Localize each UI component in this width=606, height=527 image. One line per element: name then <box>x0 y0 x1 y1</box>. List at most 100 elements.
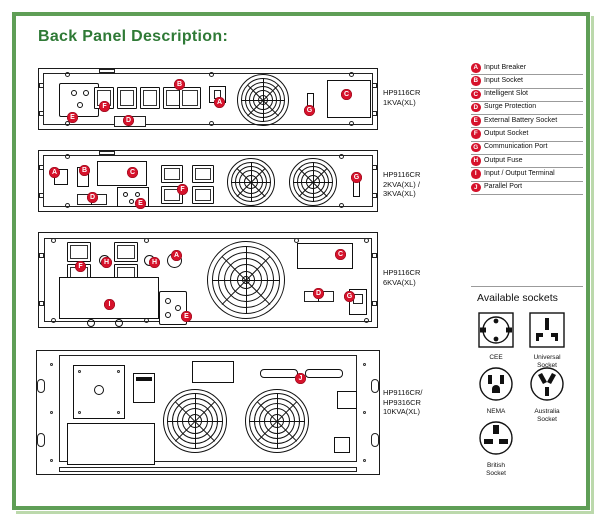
legend-item-external-battery-socket: E External Battery Socket <box>471 115 583 129</box>
tag-D-panel1: D <box>123 115 134 126</box>
legend-item-output-fuse: H Output Fuse <box>471 155 583 169</box>
legend-label-f: Output Socket <box>484 129 529 137</box>
tag-B-panel2: B <box>79 165 90 176</box>
legend-list: A Input Breaker B Input Socket C Intelli… <box>471 62 583 195</box>
panel-2-model-label: HP9116CR 2KVA(XL) / 3KVA(XL) <box>383 170 421 198</box>
legend-label-j: Parallel Port <box>484 183 523 191</box>
legend-item-input-socket: B Input Socket <box>471 75 583 89</box>
right-connector[interactable] <box>337 391 357 409</box>
legend-label-c: Intelligent Slot <box>484 90 528 98</box>
british-socket-icon <box>479 421 513 455</box>
center-top-plate <box>192 361 234 383</box>
output-socket-4[interactable] <box>192 186 214 204</box>
fan-grille <box>207 241 285 319</box>
socket-nema-caption: NEMA <box>486 408 506 415</box>
legend-tag-g: G <box>471 142 481 153</box>
tag-J-panel4: J <box>295 373 306 384</box>
tag-G-panel2: G <box>351 172 362 183</box>
legend-item-intelligent-slot: C Intelligent Slot <box>471 89 583 102</box>
tag-H2-panel3: H <box>149 257 160 268</box>
panel-4-model-label: HP9116CR/ HP9316CR 10KVA(XL) <box>383 388 423 416</box>
tag-A-panel3: A <box>171 250 182 261</box>
socket-australia: Australia Socket <box>523 366 571 423</box>
parallel-port-2[interactable] <box>305 369 343 378</box>
tag-D-panel3: D <box>313 288 324 299</box>
legend-label-e: External Battery Socket <box>484 116 558 124</box>
fan-grille-left <box>163 389 227 453</box>
tag-H-panel3: H <box>101 257 112 268</box>
socket-universal: Universal Socket <box>523 312 571 369</box>
legend-tag-i: I <box>471 169 481 179</box>
output-socket-3[interactable] <box>114 242 138 262</box>
intelligent-slot[interactable] <box>97 161 147 186</box>
sockets-divider-top <box>471 286 583 287</box>
legend-item-output-socket: F Output Socket <box>471 128 583 142</box>
socket-british-caption: British Socket <box>486 462 506 477</box>
legend-item-surge-protection: D Surge Protection <box>471 102 583 116</box>
available-sockets-title: Available sockets <box>477 292 558 304</box>
parallel-port-1[interactable] <box>260 369 298 378</box>
tag-E-panel2: E <box>135 198 146 209</box>
legend-label-a: Input Breaker <box>484 63 527 71</box>
legend-tag-e: E <box>471 116 481 126</box>
universal-socket-icon <box>529 312 565 348</box>
cee-socket-icon <box>478 312 514 348</box>
legend-label-h: Output Fuse <box>484 156 523 164</box>
australia-socket-icon <box>530 367 564 401</box>
lower-left-panel <box>67 423 155 465</box>
legend-label-i: Input / Output Terminal <box>484 169 555 177</box>
legend-tag-d: D <box>471 102 481 113</box>
legend-item-communication-port: G Communication Port <box>471 142 583 156</box>
output-socket-3[interactable] <box>192 165 214 183</box>
socket-nema: NEMA <box>472 366 520 416</box>
panel-1-model-label: HP9116CR 1KVA(XL) <box>383 88 421 107</box>
socket-british: British Socket <box>472 420 520 477</box>
tag-C-panel1: C <box>341 89 352 100</box>
external-battery-socket[interactable] <box>59 83 99 117</box>
fan-grille-right <box>245 389 309 453</box>
output-socket-3[interactable] <box>140 87 160 109</box>
tag-F-panel2: F <box>177 184 188 195</box>
legend-item-parallel-port: J Parallel Port <box>471 182 583 195</box>
output-socket-2[interactable] <box>117 87 137 109</box>
legend-item-input-breaker: A Input Breaker <box>471 62 583 76</box>
legend-label-b: Input Socket <box>484 76 523 84</box>
input-output-terminal[interactable] <box>59 277 159 319</box>
panel-3-chassis: F H H A I E C D G <box>38 232 378 328</box>
panel-3-model-label: HP9116CR 6KVA(XL) <box>383 268 421 287</box>
legend-tag-j: J <box>471 182 481 193</box>
panel-1-chassis: E F D B A G C <box>38 68 378 130</box>
tag-A-panel1: A <box>214 97 225 108</box>
legend-tag-a: A <box>471 63 481 73</box>
output-socket-1[interactable] <box>67 242 91 262</box>
fan-grille-left <box>227 158 275 206</box>
tag-G-panel1: G <box>304 105 315 116</box>
fan-grille-right <box>289 158 337 206</box>
tag-D-panel2: D <box>87 192 98 203</box>
tag-G-panel3: G <box>344 291 355 302</box>
tag-C-panel2: C <box>127 167 138 178</box>
tag-B-panel1: B <box>174 79 185 90</box>
tag-I-panel3: I <box>104 299 115 310</box>
socket-cee: CEE <box>472 312 520 362</box>
socket-australia-caption: Australia Socket <box>534 408 560 423</box>
page-title: Back Panel Description: <box>38 28 229 45</box>
panel-4-chassis: J <box>36 350 380 475</box>
db9-port[interactable] <box>334 437 350 453</box>
legend-label-g: Communication Port <box>484 143 548 151</box>
tag-F-panel1: F <box>99 101 110 112</box>
tag-A-panel2: A <box>49 167 60 178</box>
nema-socket-icon <box>479 367 513 401</box>
tag-F-panel3: F <box>75 261 86 272</box>
legend-tag-h: H <box>471 156 481 166</box>
input-socket[interactable] <box>179 87 201 109</box>
legend-label-d: Surge Protection <box>484 103 537 111</box>
output-socket-1[interactable] <box>161 165 183 183</box>
socket-universal-caption: Universal Socket <box>533 354 561 369</box>
socket-cee-caption: CEE <box>489 354 503 361</box>
legend-tag-b: B <box>471 76 481 86</box>
fan-grille <box>237 74 289 126</box>
legend-item-input-output-terminal: I Input / Output Terminal <box>471 168 583 182</box>
legend-tag-f: F <box>471 129 481 139</box>
tag-E-panel1: E <box>67 112 78 123</box>
